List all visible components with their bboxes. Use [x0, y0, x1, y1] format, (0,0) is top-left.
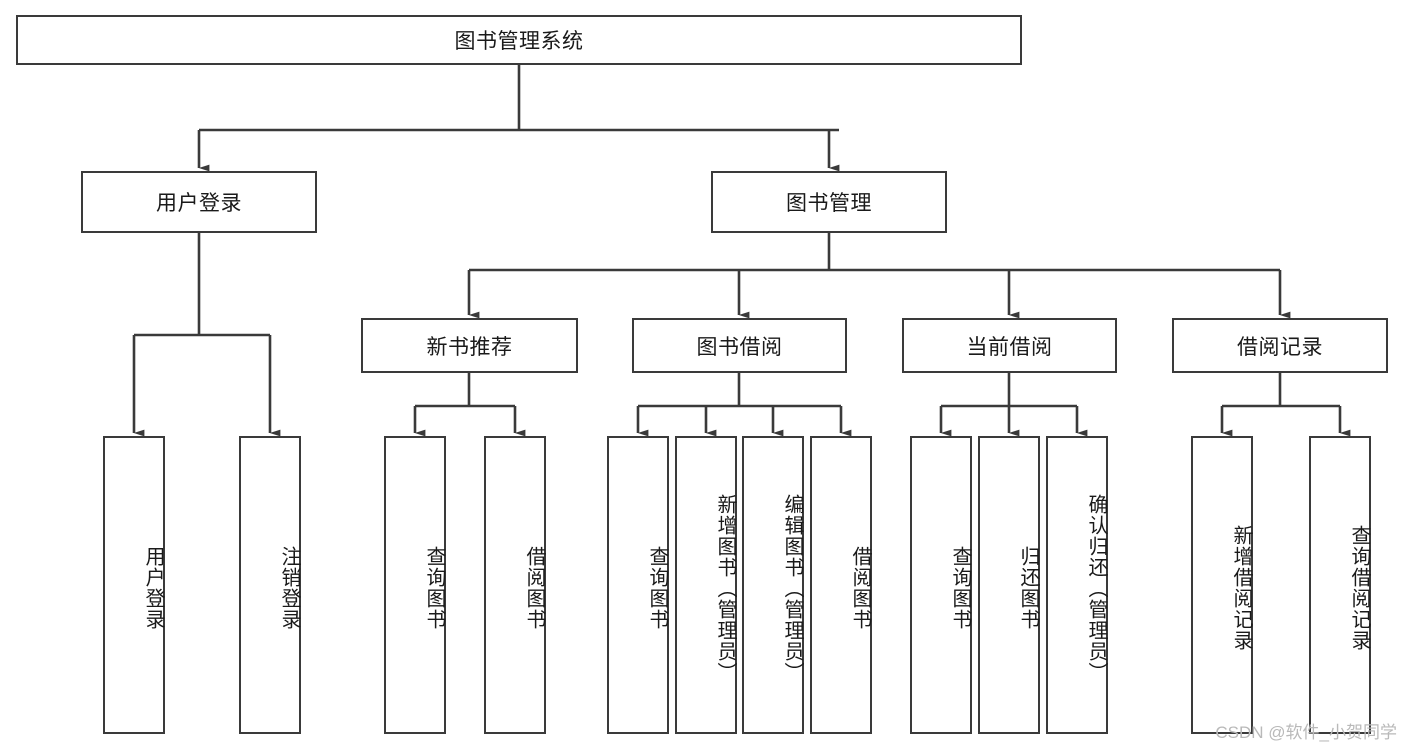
node-label: 查询图书 — [646, 546, 668, 630]
leaf-current-borrow-query-books[interactable]: 查询图书 — [910, 436, 972, 734]
leaf-current-borrow-return-books[interactable]: 归还图书 — [978, 436, 1040, 734]
leaf-book-borrow-edit-book-admin[interactable]: 编辑图书（管理员） — [742, 436, 804, 734]
leaf-book-borrow-add-book-admin[interactable]: 新增图书（管理员） — [675, 436, 737, 734]
node-user-login[interactable]: 用户登录 — [81, 171, 317, 233]
node-label: 确认归还（管理员） — [1085, 493, 1107, 683]
node-label: 借阅图书 — [523, 546, 545, 630]
node-label: 借阅图书 — [849, 546, 871, 630]
leaf-new-book-borrow-books[interactable]: 借阅图书 — [484, 436, 546, 734]
node-root-book-management-system[interactable]: 图书管理系统 — [16, 15, 1022, 65]
node-label: 图书管理系统 — [454, 30, 584, 53]
node-label: 归还图书 — [1017, 546, 1039, 630]
node-label: 查询图书 — [949, 546, 971, 630]
node-book-borrow[interactable]: 图书借阅 — [632, 318, 847, 373]
node-current-borrow[interactable]: 当前借阅 — [902, 318, 1117, 373]
leaf-borrow-record-add-record[interactable]: 新增借阅记录 — [1191, 436, 1253, 734]
leaf-user-login-login[interactable]: 用户登录 — [103, 436, 165, 734]
leaf-user-login-logout[interactable]: 注销登录 — [239, 436, 301, 734]
node-label: 图书借阅 — [696, 335, 783, 359]
node-label: 借阅记录 — [1237, 335, 1323, 359]
node-label: 注销登录 — [278, 546, 300, 630]
node-book-management[interactable]: 图书管理 — [711, 171, 947, 233]
node-label: 用户登录 — [156, 192, 242, 215]
node-new-book-recommend[interactable]: 新书推荐 — [361, 318, 578, 373]
leaf-new-book-query-books[interactable]: 查询图书 — [384, 436, 446, 734]
node-label: 新增借阅记录 — [1230, 525, 1252, 651]
leaf-book-borrow-borrow-books[interactable]: 借阅图书 — [810, 436, 872, 734]
leaf-borrow-record-query-record[interactable]: 查询借阅记录 — [1309, 436, 1371, 734]
node-label: 用户登录 — [142, 546, 164, 630]
leaf-current-borrow-confirm-return-admin[interactable]: 确认归还（管理员） — [1046, 436, 1108, 734]
node-label: 查询借阅记录 — [1348, 525, 1370, 651]
leaf-book-borrow-query-books[interactable]: 查询图书 — [607, 436, 669, 734]
watermark: CSDN @软件_小贺同学 — [1215, 723, 1397, 742]
node-label: 编辑图书（管理员） — [781, 493, 803, 683]
node-label: 查询图书 — [423, 546, 445, 630]
node-label: 新增图书（管理员） — [714, 493, 736, 683]
node-borrow-record[interactable]: 借阅记录 — [1172, 318, 1388, 373]
node-label: 当前借阅 — [966, 335, 1053, 359]
node-label: 图书管理 — [786, 192, 872, 215]
node-label: 新书推荐 — [426, 335, 513, 359]
